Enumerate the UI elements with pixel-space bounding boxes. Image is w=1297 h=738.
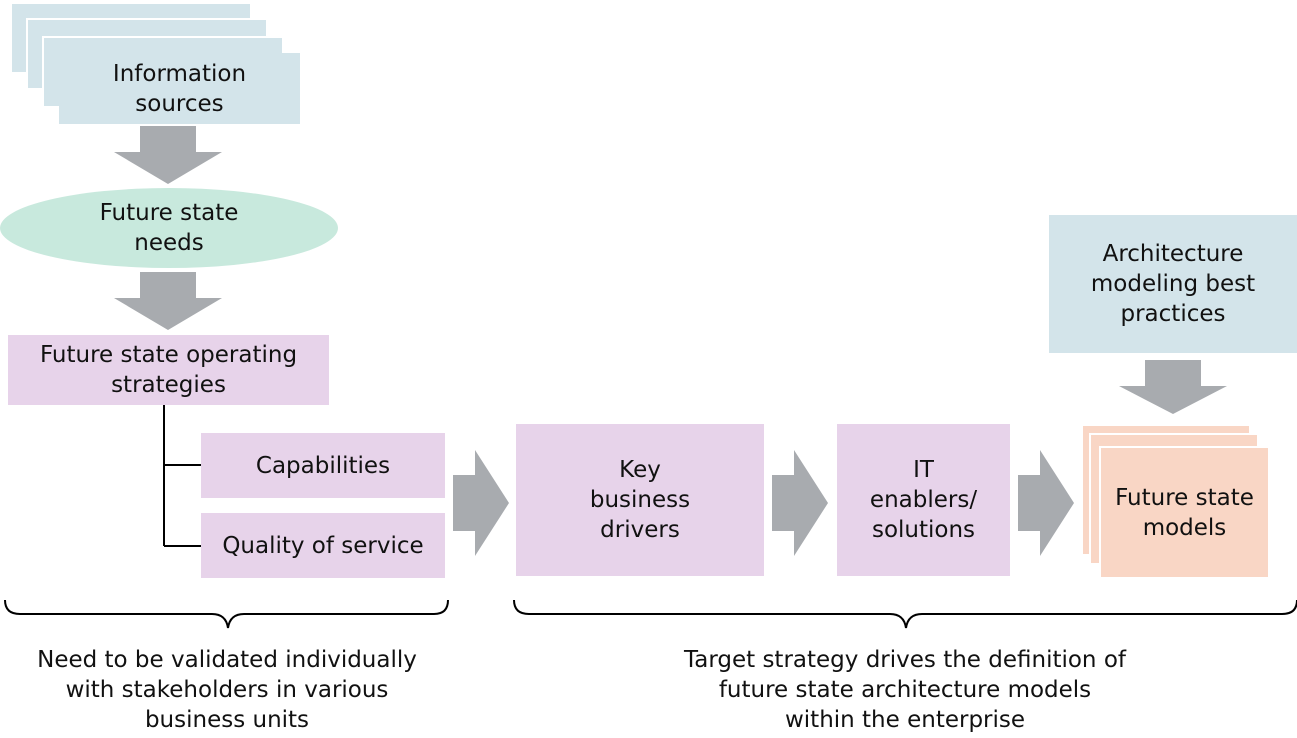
information-sources-box: Information sources — [59, 53, 300, 124]
capabilities-box: Capabilities — [201, 433, 445, 498]
arrow-enablers-to-models — [1018, 450, 1074, 556]
capabilities-label: Capabilities — [255, 452, 391, 479]
architecture-modeling-best-practices-label: Architecture modeling best practices — [1090, 241, 1256, 327]
future-state-models-box: Future state models — [1099, 446, 1270, 579]
strategies-tree-connector — [163, 405, 201, 547]
arrow-strategies-to-drivers — [453, 450, 509, 556]
future-state-needs-ellipse: Future state needs — [0, 188, 338, 268]
it-enablers-solutions-box: IT enablers/ solutions — [837, 424, 1010, 576]
arrow-sources-to-needs — [114, 126, 222, 184]
future-state-operating-strategies-box: Future state operating strategies — [8, 335, 329, 405]
key-business-drivers-box: Key business drivers — [516, 424, 764, 576]
right-caption: Target strategy drives the definition of… — [683, 647, 1126, 733]
quality-of-service-box: Quality of service — [201, 513, 445, 578]
left-caption: Need to be validated individually with s… — [37, 647, 417, 733]
right-brace — [513, 599, 1297, 629]
arrow-needs-to-strategies — [114, 272, 222, 330]
key-business-drivers-label: Key business drivers — [589, 457, 691, 543]
future-state-models-label: Future state models — [1115, 484, 1254, 541]
it-enablers-solutions-label: IT enablers/ solutions — [869, 457, 978, 543]
architecture-modeling-best-practices-box: Architecture modeling best practices — [1049, 215, 1297, 353]
information-sources-label: Information sources — [112, 60, 247, 117]
future-state-needs-label: Future state needs — [99, 200, 239, 256]
left-brace — [4, 599, 449, 629]
arrow-best-practices-to-models — [1119, 360, 1227, 414]
future-state-operating-strategies-label: Future state operating strategies — [39, 342, 298, 398]
arrow-drivers-to-enablers — [772, 450, 828, 556]
quality-of-service-label: Quality of service — [222, 532, 424, 559]
